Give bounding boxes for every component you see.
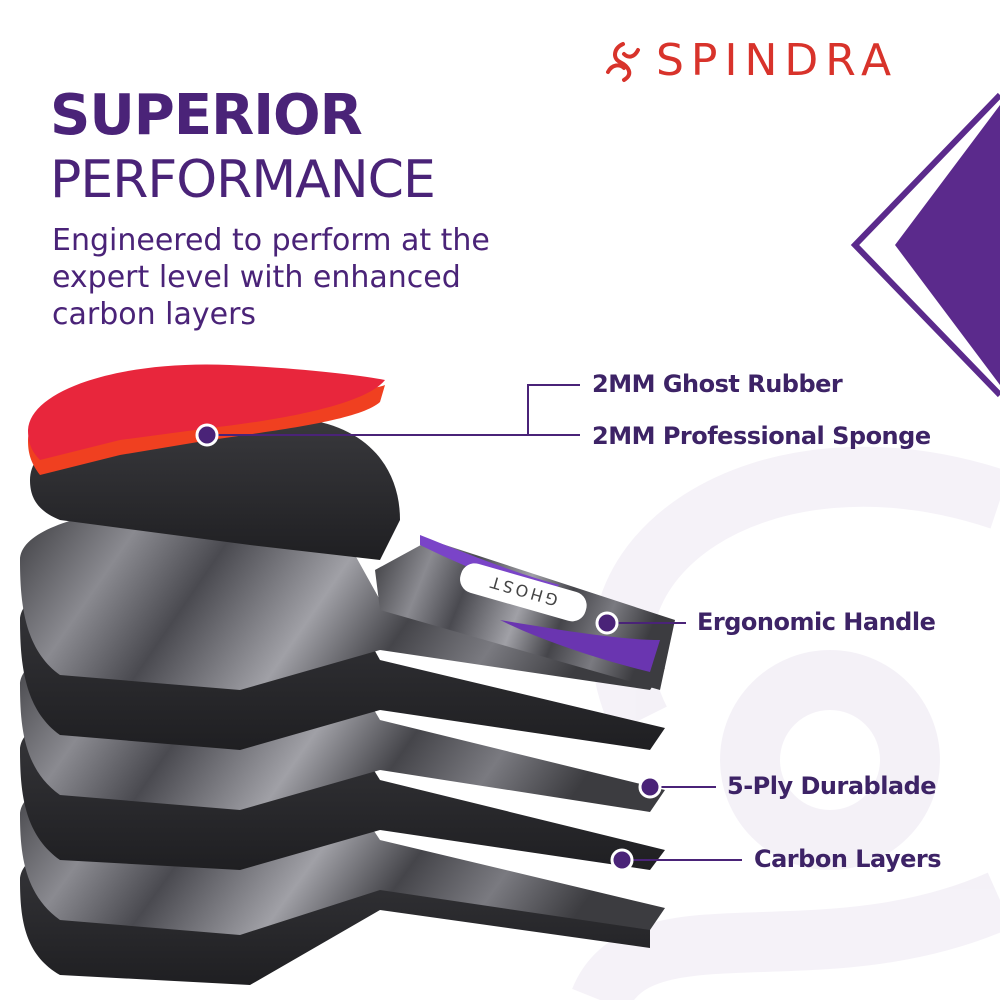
headline-line-1: SUPERIOR (50, 83, 363, 148)
purple-chevron-outline (850, 92, 1000, 398)
subtitle: Engineered to perform at the expert leve… (52, 223, 490, 332)
callout-dot-handle (595, 611, 619, 635)
rubber-layer (28, 364, 385, 460)
callout-dots (195, 423, 662, 872)
spindra-swirl-logo-icon (606, 42, 640, 82)
callout-dot-carbon (610, 848, 634, 872)
purple-corner-triangle (895, 105, 1000, 385)
callout-ergonomic-handle: Ergonomic Handle (697, 608, 936, 636)
callout-ghost-rubber: 2MM Ghost Rubber (592, 370, 843, 398)
headline: SUPERIOR PERFORMANCE (50, 83, 436, 211)
brand-logo: SPINDRA (600, 38, 898, 84)
callout-durablade: 5-Ply Durablade (727, 772, 937, 800)
callout-carbon-layers: Carbon Layers (754, 845, 942, 873)
callout-lines (207, 384, 742, 861)
callout-dot-durablade (638, 775, 662, 799)
watermark-swirl-icon (572, 446, 1000, 1000)
brand-name: SPINDRA (656, 35, 899, 86)
paddle-handle: GHOST (375, 535, 675, 690)
callout-dot-sponge (195, 423, 219, 447)
callout-professional-sponge: 2MM Professional Sponge (592, 422, 931, 450)
headline-line-2: PERFORMANCE (50, 150, 436, 210)
